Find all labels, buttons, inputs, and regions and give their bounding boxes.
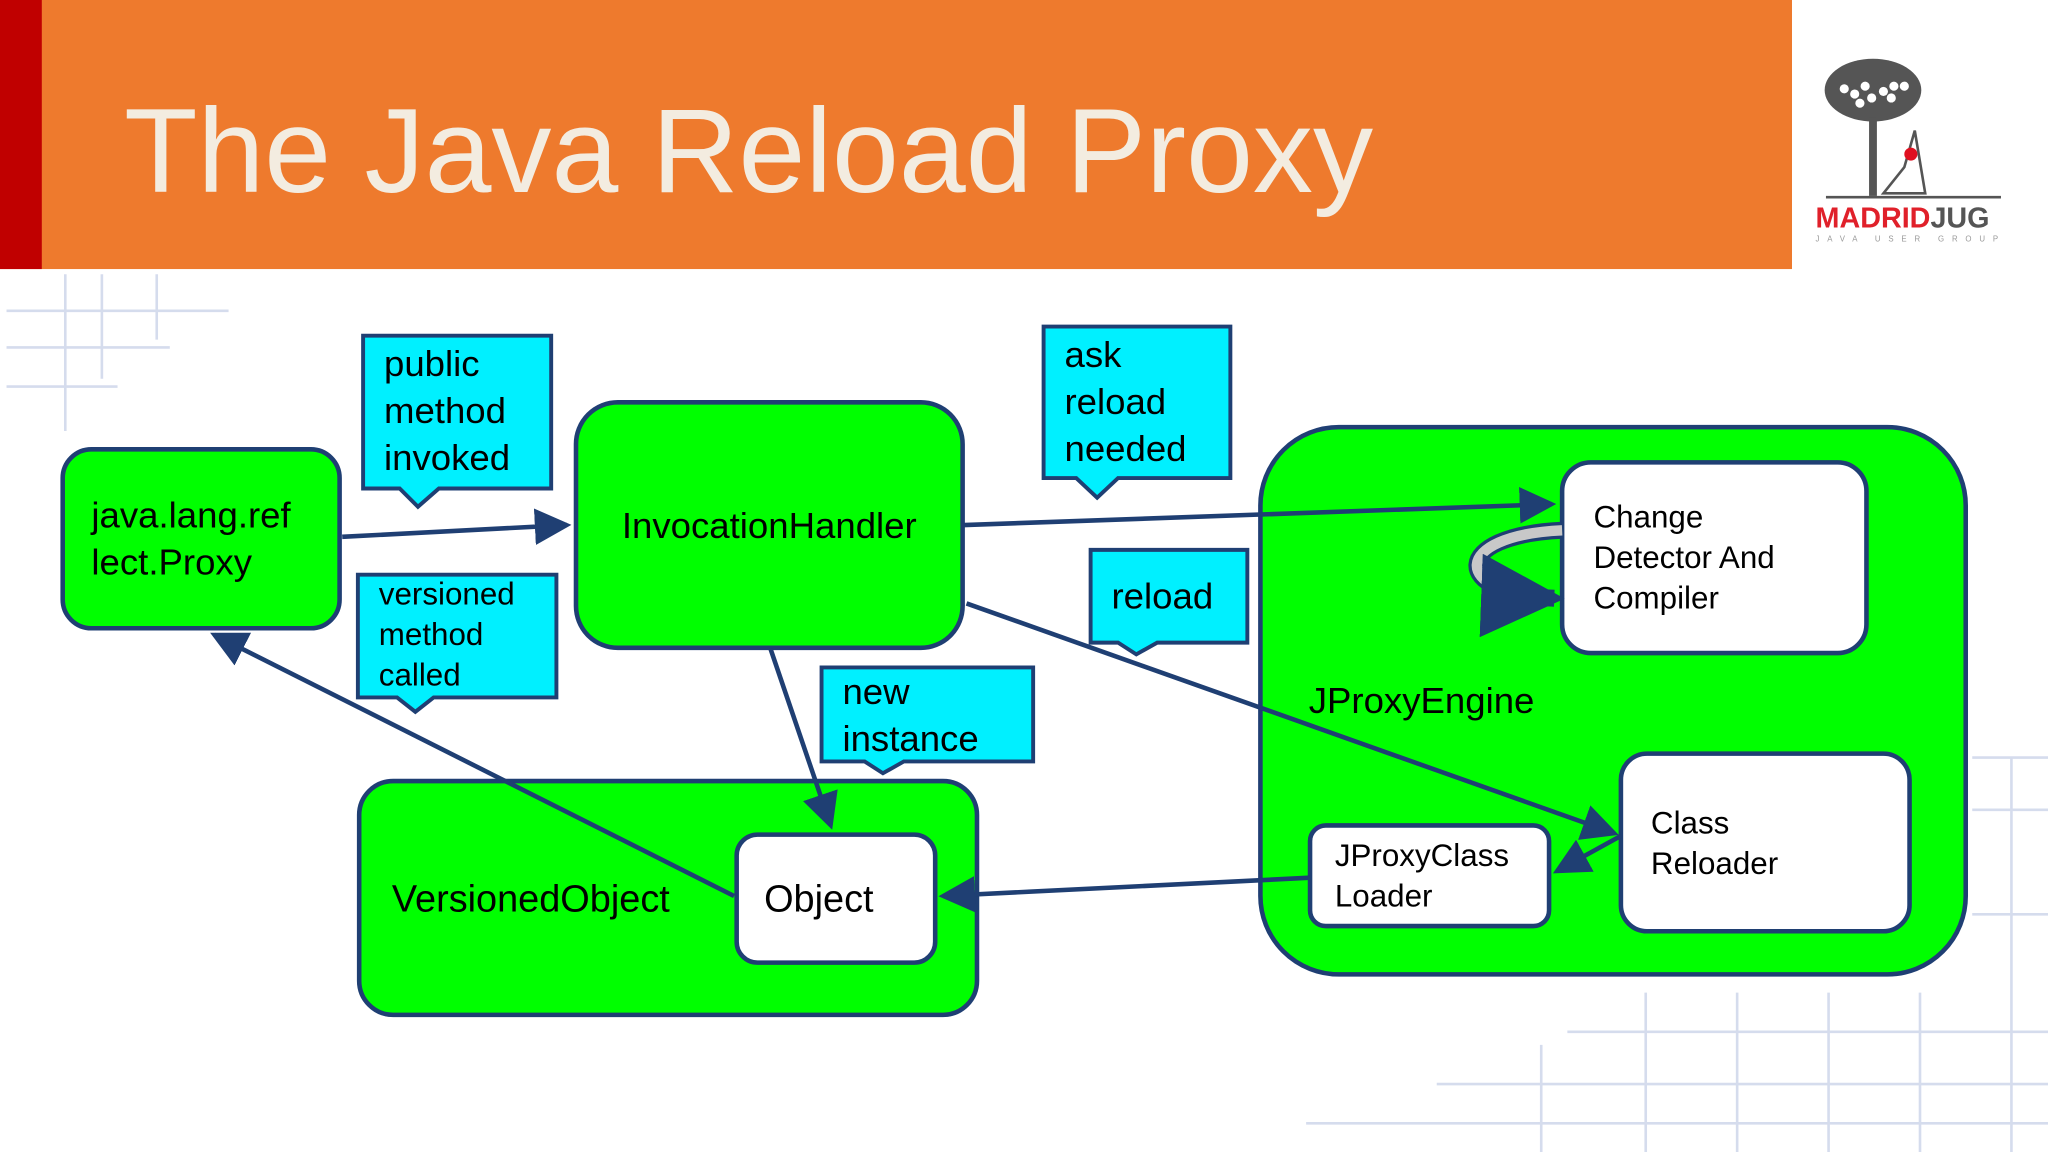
class-reloader-label-2: Reloader — [1650, 846, 1779, 882]
callout-text: invoked — [383, 437, 511, 479]
edge-reloader-to-loader — [1552, 833, 1623, 874]
change-detector-label-1: Change — [1593, 500, 1704, 536]
callout-text: method — [383, 390, 506, 432]
callout-public-method-text: public method invoked — [384, 341, 510, 482]
class-reloader-label: Class Reloader — [1651, 803, 1778, 884]
callout-text: instance — [842, 718, 979, 759]
header-band — [0, 0, 1792, 270]
class-reloader-node — [1618, 751, 1912, 934]
change-detector-label-3: Compiler — [1593, 581, 1719, 617]
proxy-node — [60, 447, 342, 631]
callout-text: reload — [1064, 381, 1167, 422]
class-loader-label: JProxyClass Loader — [1335, 836, 1509, 917]
accent-strip — [0, 0, 42, 270]
class-loader-label-1: JProxyClass — [1334, 838, 1510, 874]
invocationhandler-node — [573, 400, 965, 651]
proxy-label-1: java.lang.ref — [91, 495, 291, 536]
loop-arrow-icon — [1471, 525, 1565, 638]
callout-reload-text: reload — [1111, 575, 1214, 617]
class-loader-node — [1307, 823, 1552, 929]
jproxyengine-label: JProxyEngine — [1308, 680, 1535, 721]
callout-text: called — [378, 658, 461, 694]
edges — [210, 487, 1623, 913]
object-node — [734, 832, 938, 965]
edge-handler-to-object — [768, 648, 838, 830]
edge-handler-to-detector — [963, 487, 1557, 528]
callout-text: ask — [1064, 334, 1122, 375]
proxy-label: java.lang.ref lect.Proxy — [91, 492, 290, 586]
versionedobject-label: VersionedObject — [391, 879, 670, 921]
callout-reload — [1088, 547, 1250, 657]
callout-new-instance-text: new instance — [842, 669, 978, 763]
edge-object-to-proxy — [210, 632, 736, 899]
class-loader-label-2: Loader — [1334, 879, 1433, 915]
edge-loader-to-object — [938, 875, 1311, 913]
logo-subtitle: JAVA USER GROUP — [1815, 236, 2006, 245]
callout-text: public — [383, 343, 480, 384]
edge-handler-to-reloader — [965, 601, 1619, 840]
logo-wordmark: MADRIDJUG — [1815, 201, 1990, 234]
callout-versioned-method — [355, 572, 559, 715]
callout-public-method — [361, 333, 554, 510]
callout-ask-reload — [1041, 324, 1233, 501]
change-detector-label: Change Detector And Compiler — [1593, 498, 1774, 619]
callout-text: method — [378, 617, 484, 654]
invocationhandler-label: InvocationHandler — [621, 505, 917, 546]
madridjug-logo-text: MADRIDJUG JAVA USER GROUP — [1816, 201, 2001, 245]
callout-ask-reload-text: ask reload needed — [1064, 332, 1186, 473]
callout-text: needed — [1064, 428, 1187, 469]
callout-new-instance — [819, 665, 1036, 776]
object-label: Object — [764, 879, 874, 921]
edge-proxy-to-handler — [342, 508, 572, 545]
madridjug-logo-graphic — [1824, 58, 2001, 199]
change-detector-label-2: Detector And — [1593, 540, 1775, 576]
callout-versioned-method-text: versioned method called — [379, 575, 515, 696]
slide-title: The Java Reload Proxy — [124, 84, 1374, 219]
callout-text: new — [842, 671, 910, 712]
callout-text: versioned — [378, 577, 515, 613]
class-reloader-label-1: Class — [1650, 805, 1730, 842]
proxy-label-2: lect.Proxy — [91, 542, 252, 583]
grid-decoration — [6, 274, 2048, 1152]
